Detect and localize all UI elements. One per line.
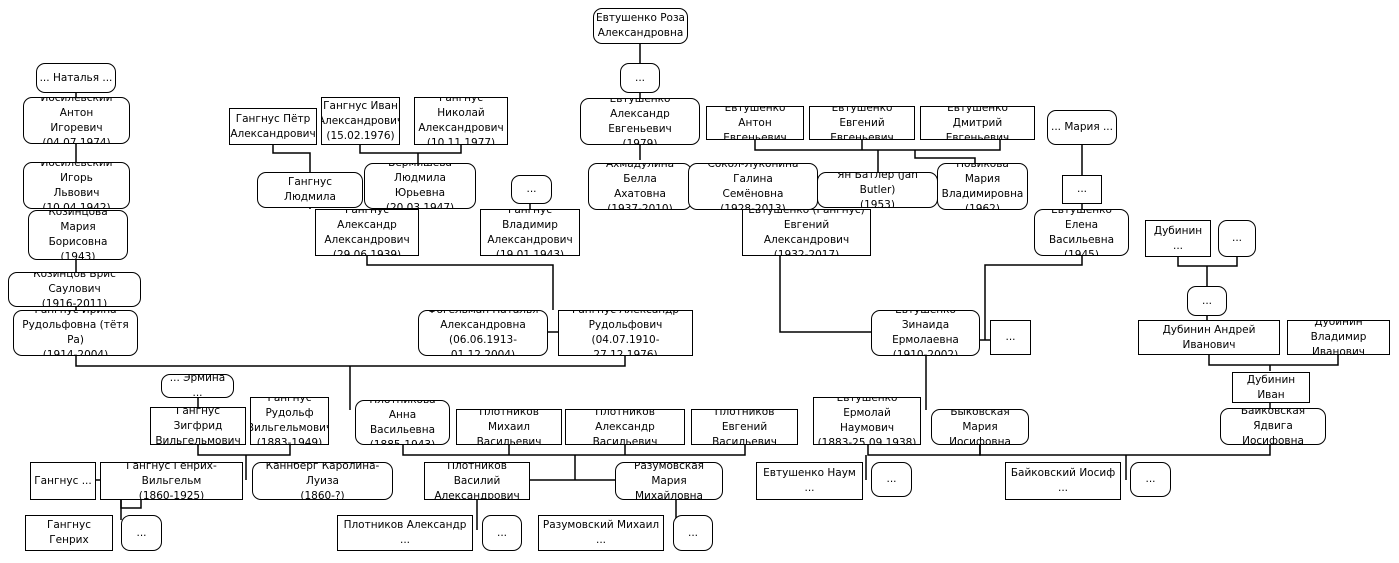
person-box-evg-e: Евтушенко Евгений Евгеньевич	[809, 106, 915, 140]
person-box-elena-e: Евтушенко Елена Васильевна (1945)	[1034, 209, 1129, 256]
person-box-alex-rud: Гангнус Александр Рудольфович (04.07.191…	[558, 310, 693, 356]
person-box-zigfrid: Гангнус Зигфрид Вильгельмович	[150, 407, 246, 445]
person-box-maria-top: ... Мария ...	[1047, 110, 1117, 145]
person-box-vlad-g-sp: ...	[511, 175, 552, 204]
person-box-karolina: Каннберг Каролина-Луиза (1860-?)	[252, 462, 393, 500]
person-box-ivan-g: Гангнус Иван Александрович (15.02.1976)	[321, 97, 400, 145]
person-box-dmitry-e: Евтушенко Дмитрий Евгеньевич	[920, 106, 1035, 140]
person-box-maria-k: Козинцова Мария Борисовна (1943)	[28, 210, 128, 260]
person-box-evg-p: Плотников Евгений Васильевич	[691, 409, 798, 445]
person-box-galina: Сокол-Луконина Галина Семёновна (1928-20…	[688, 163, 818, 210]
person-box-elena-sp: ...	[1062, 175, 1102, 204]
person-box-boris-k: Козинцов Брис Саулович (1916-2011)	[8, 272, 141, 307]
person-box-dubinin-top: Дубинин ...	[1145, 220, 1211, 257]
person-box-dubinin-mid-sp: ...	[1187, 286, 1227, 316]
person-box-zinaida-sp: ...	[990, 320, 1031, 355]
person-box-petr-g: Гангнус Пётр Александрович	[229, 108, 317, 145]
person-box-vladimir-d: Дубинин Владимир Иванович	[1287, 320, 1390, 355]
person-box-yadviga: Байковская Ядвига Иосифовна	[1220, 408, 1326, 445]
person-box-nikolai-g: Гангнус Николай Александрович (10.11.197…	[414, 97, 508, 145]
person-box-rudolf: Гангнус Рудольф Вильгельмович (1883-1949…	[250, 397, 329, 445]
person-box-anton-e: Евтушенко Антон Евгеньевич	[706, 106, 804, 140]
person-box-naum: Евтушенко Наум ...	[756, 462, 863, 500]
person-box-alex-p: Плотников Александр Васильевич	[565, 409, 685, 445]
person-box-fogelman: Фогельман Наталья Александровна (06.06.1…	[418, 310, 548, 356]
person-box-evtushenko: Евтушенко (Гангнус) Евгений Александрови…	[742, 209, 871, 256]
person-box-roza-sp: ...	[620, 63, 660, 93]
person-box-naum-sp: ...	[871, 462, 912, 497]
person-box-bella: Ахмадулина Белла Ахатовна (1937-2010)	[588, 163, 692, 210]
person-box-alex-e: Евтушенко Александр Евгеньевич (1979)	[580, 98, 700, 145]
person-box-razumovskaya: Разумовская Мария Михайловна	[615, 462, 723, 500]
person-box-gangnus-s: Гангнус ...	[30, 462, 96, 500]
person-box-heinrich: Гангнус Генрих	[25, 515, 113, 551]
person-box-novikova: Новикова Мария Владимировна (1962)	[937, 163, 1028, 210]
person-box-mikhail-r-sp: ...	[673, 515, 713, 551]
person-box-vasily-p: Плотников Василий Александрович	[424, 462, 530, 500]
person-box-iosif-sp: ...	[1130, 462, 1171, 497]
person-box-ermina: ... Эрмина ...	[161, 374, 234, 398]
person-box-andrei-d: Дубинин Андрей Иванович	[1138, 320, 1280, 355]
person-box-alex-p-old: Плотников Александр ...	[337, 515, 473, 551]
person-box-ermolai: Евтушенко Ермолай Наумович (1883-25.09.1…	[813, 397, 921, 445]
person-box-butler: Ян Батлер (Jan Butler) (1953)	[817, 172, 938, 208]
person-box-alex-g39: Гангнус Александр Александрович (29.06.1…	[315, 209, 419, 256]
person-box-igor-i: Иосилевский Игорь Львович (10.04.1942)	[23, 162, 130, 209]
person-box-vermisheva: Вермишева Людмила Юрьевна (20.03.1947)	[364, 163, 476, 209]
person-box-dubinin-top-sp: ...	[1218, 220, 1256, 257]
person-box-ivan-d: Дубинин Иван	[1232, 372, 1310, 403]
person-box-mikhail-r: Разумовский Михаил ...	[538, 515, 664, 551]
person-box-mikhail-p: Плотников Михаил Васильевич	[456, 409, 562, 445]
person-box-natalya: ... Наталья ...	[36, 63, 116, 93]
person-box-alex-p-old-sp: ...	[482, 515, 522, 551]
person-box-iosif-b: Байковский Иосиф ...	[1005, 462, 1121, 500]
person-box-vlad-g: Гангнус Владимир Александрович (19.01.19…	[480, 209, 580, 256]
person-box-irina-g: Гангнус Ирина Рудольфовна (тётя Ра) (191…	[13, 310, 138, 356]
person-box-vasilyeva: Васильева-Гангнус Людмила Петровна	[257, 172, 363, 208]
person-box-bykovskaya: Быковская Мария Иосифовна	[931, 409, 1029, 445]
person-box-anton-i: Иосилевский Антон Игоревич (04.07.1974)	[23, 97, 130, 144]
person-box-heinrich-w: Гангнус Генрих-Вильгельм (1860-1925)	[100, 462, 243, 500]
person-box-zinaida: Евтушенко Зинаида Ермолаевна (1910-2002)	[871, 310, 980, 356]
person-box-heinrich-sp: ...	[121, 515, 162, 551]
person-box-roza: Евтушенко Роза Александровна	[593, 8, 688, 44]
person-box-anna-p: Плотникова Анна Васильевна (1885-1943)	[355, 400, 450, 445]
